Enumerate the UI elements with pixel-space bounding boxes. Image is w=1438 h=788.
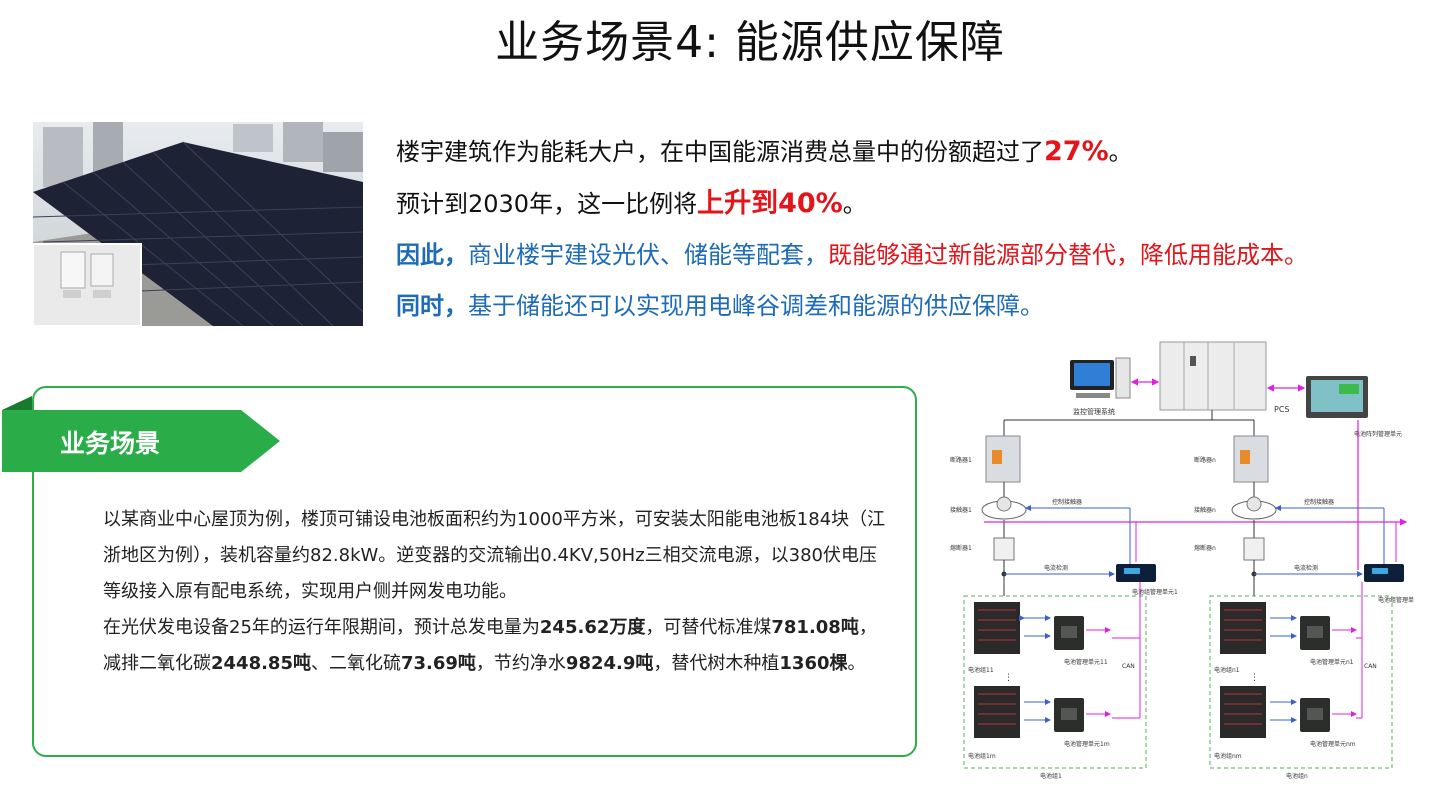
bcu-1-icon [1116, 564, 1156, 582]
battery-rack-nm-icon [1220, 686, 1266, 738]
storage-system-diagram: 监控管理系统 PCS 电池阵列管理单元 断路器 [944, 338, 1424, 784]
contactor-n-icon [1231, 496, 1277, 520]
p2-text-m: 。 [847, 653, 866, 674]
page-title: 业务场景4: 能源供应保障 [495, 17, 1005, 68]
intro-line-1-text: 楼宇建筑作为能耗大户，在中国能源消费总量中的份额超过了 [396, 138, 1044, 166]
ctrl-contactor-label-1: 控制接触器 [1052, 498, 1082, 506]
share-27-percent: 27% [1044, 136, 1109, 167]
p2-text-g: 、二氧化硫 [310, 653, 401, 674]
bcu-n-label: 电池组管理单元n [1378, 596, 1414, 604]
current-detect-label-n: 电流检测 [1294, 564, 1318, 572]
contactor-1-icon [981, 496, 1027, 520]
svg-text:⋮: ⋮ [1250, 673, 1259, 683]
intro-line-2-end: 。 [842, 190, 867, 218]
p2-text-i: ，节约净水 [475, 653, 566, 674]
intro-line-2: 预计到2030年，这一比例将上升到40%。 [396, 178, 1416, 230]
stack-nm-label: 电池组nm [1214, 752, 1242, 760]
meanwhile-label: 同时， [396, 292, 468, 320]
intro-line-1-end: 。 [1108, 138, 1133, 166]
rise-to-40-percent: 上升到40% [697, 188, 843, 219]
hmi-label: 电池阵列管理单元 [1354, 430, 1402, 438]
total-generation: 245.62万度 [539, 617, 646, 638]
stack-11-label: 电池组11 [968, 666, 994, 674]
group-1-label: 电池组1 [1040, 772, 1062, 780]
bmu-n1-icon [1300, 616, 1330, 650]
standard-coal-saved: 781.08吨 [771, 617, 859, 638]
monitor-label: 监控管理系统 [1073, 407, 1115, 416]
therefore-label: 因此， [396, 241, 468, 269]
bmu-11-icon [1054, 616, 1084, 650]
battery-rack-11-icon [974, 602, 1020, 654]
fuse-n-label: 熔断器n [1194, 544, 1216, 552]
can-label-1: CAN [1122, 663, 1135, 670]
scenario-paragraph-2: 在光伏发电设备25年的运行年限期间，预计总发电量为245.62万度，可替代标准煤… [63, 610, 893, 682]
p2-text-a: 在光伏发电设备25年的运行年限期间，预计总发电量为 [103, 617, 540, 638]
fuse-1-icon [993, 537, 1015, 561]
storage-system-svg: 监控管理系统 PCS 电池阵列管理单元 断路器 [950, 341, 1424, 780]
pcs-label: PCS [1274, 405, 1290, 414]
intro-text: 楼宇建筑作为能耗大户，在中国能源消费总量中的份额超过了27%。 预计到2030年… [396, 126, 1416, 332]
scenario-paragraph-1: 以某商业中心屋顶为例，楼顶可铺设电池板面积约为1000平方米，可安装太阳能电池板… [103, 509, 886, 602]
breaker-n-icon [1233, 435, 1269, 483]
intro-line-4: 同时，基于储能还可以实现用电峰谷调差和能源的供应保障。 [396, 281, 1416, 332]
group-n-label: 电池组n [1286, 772, 1308, 780]
scenario-body: 以某商业中心屋顶为例，楼顶可铺设电池板面积约为1000平方米，可安装太阳能电池板… [63, 502, 893, 682]
intro-line-4-blue: 基于储能还可以实现用电峰谷调差和能源的供应保障。 [468, 292, 1044, 320]
fuse-n-icon [1243, 537, 1265, 561]
bmu-1m-icon [1054, 698, 1084, 732]
intro-line-3-blue: 商业楼宇建设光伏、储能等配套， [468, 241, 828, 269]
contactor-n-label: 接触器n [1194, 506, 1216, 514]
contactor-1-label: 接触器1 [950, 506, 972, 514]
intro-line-3-red: 既能够通过新能源部分替代，降低用能成本。 [828, 241, 1308, 269]
svg-text:⋮: ⋮ [1004, 673, 1013, 683]
bmu-n1-label: 电池管理单元n1 [1310, 658, 1354, 666]
hmi-screen-icon [1306, 376, 1368, 418]
p2-text-k: ，替代树木种植 [653, 653, 780, 674]
bcu-n-icon [1364, 564, 1404, 582]
so2-reduced: 73.69吨 [400, 653, 476, 674]
bmu-nm-label: 电池管理单元nm [1310, 740, 1356, 748]
can-label-n: CAN [1364, 663, 1377, 670]
bcu-1-label: 电池组管理单元1 [1132, 588, 1178, 596]
p2-text-e: ，减排二氧化碳 [103, 617, 877, 674]
ctrl-contactor-label-n: 控制接触器 [1304, 498, 1334, 506]
stack-n1-label: 电池组n1 [1214, 666, 1240, 674]
fuse-1-label: 熔断器1 [950, 544, 972, 552]
breaker-1-label: 断路器1 [950, 456, 972, 464]
breaker-1-icon [985, 435, 1021, 483]
bmu-11-label: 电池管理单元11 [1064, 658, 1108, 666]
intro-line-3: 因此，商业楼宇建设光伏、储能等配套，既能够通过新能源部分替代，降低用能成本。 [396, 230, 1416, 281]
pcs-cabinet-icon [1159, 341, 1267, 411]
banner-fold [2, 396, 32, 410]
intro-line-1: 楼宇建筑作为能耗大户，在中国能源消费总量中的份额超过了27%。 [396, 126, 1416, 178]
scenario-banner-label: 业务场景 [60, 429, 161, 458]
bmu-nm-icon [1300, 698, 1330, 732]
intro-line-2-text: 预计到2030年，这一比例将 [396, 190, 698, 218]
trees-equivalent: 1360棵 [779, 653, 848, 674]
stack-1m-label: 电池组1m [968, 752, 996, 760]
breaker-n-label: 断路器n [1194, 456, 1216, 464]
monitor-pc-icon [1070, 357, 1131, 399]
scenario-banner [2, 410, 280, 472]
co2-reduced: 2448.85吨 [211, 653, 311, 674]
solar-roof-photo [33, 122, 363, 326]
battery-rack-1m-icon [974, 686, 1020, 738]
p2-text-c: ，可替代标准煤 [645, 617, 772, 638]
battery-rack-n1-icon [1220, 602, 1266, 654]
water-saved: 9824.9吨 [565, 653, 654, 674]
bmu-1m-label: 电池管理单元1m [1064, 740, 1110, 748]
current-detect-label-1: 电流检测 [1044, 564, 1068, 572]
solar-roof-illustration [33, 122, 363, 326]
